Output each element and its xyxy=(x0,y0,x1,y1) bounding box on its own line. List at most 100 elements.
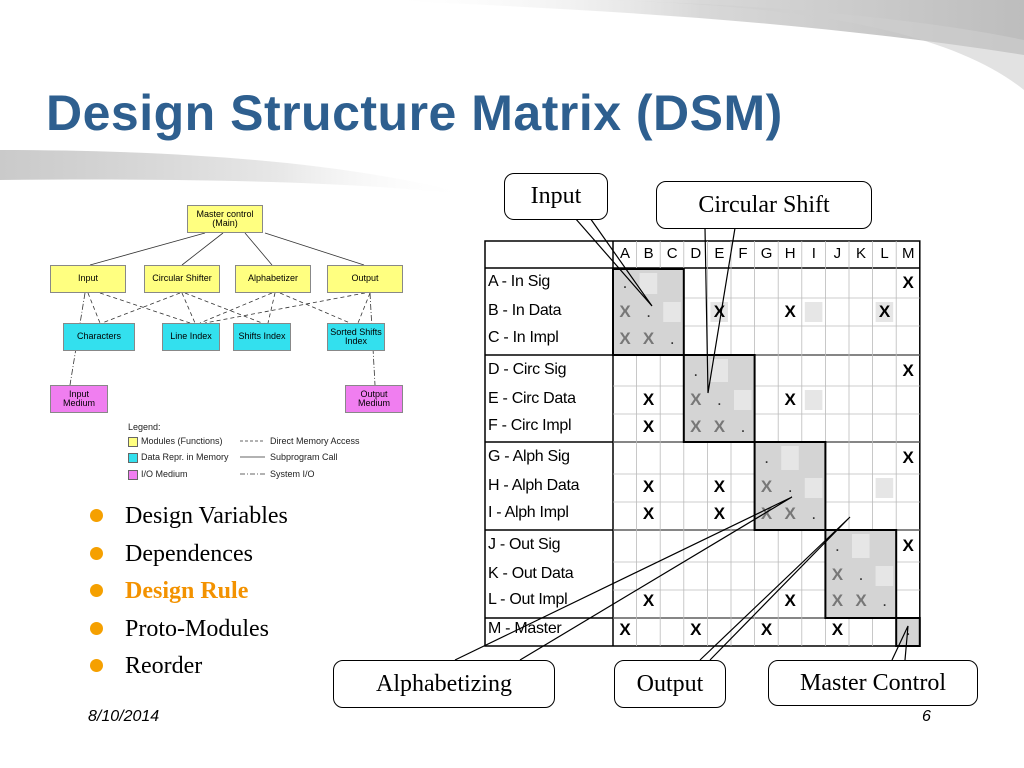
dsm-dependency-mark: X xyxy=(713,504,726,523)
dsm-diagonal-mark: . xyxy=(622,273,628,292)
master-control-label: Master control (Main) xyxy=(196,208,254,228)
legend-swatch-data xyxy=(128,453,138,463)
bullet-text: Design Rule xyxy=(125,578,249,604)
dsm-row-header: K - Out Data xyxy=(488,565,574,582)
data-shifts-index-label: Shifts Index xyxy=(238,331,286,342)
data-line-index-label: Line Index xyxy=(170,331,212,342)
bullet-dot-icon xyxy=(90,621,103,635)
dsm-dependency-mark: X xyxy=(760,504,773,523)
dsm-row-header: E - Circ Data xyxy=(488,390,576,407)
dsm-shade-cell xyxy=(734,390,752,410)
dsm-column-header: G xyxy=(760,245,773,262)
bullet-list: Design Variables Dependences Design Rule… xyxy=(90,498,288,686)
dsm-shade-cell xyxy=(875,302,894,322)
dsm-diagonal-mark: . xyxy=(717,390,722,409)
dsm-row-header: A - In Sig xyxy=(488,273,550,290)
data-sorted-shifts-index-box: Sorted Shifts Index xyxy=(327,323,385,351)
structure-chart: Master control (Main) Input Circular Shi… xyxy=(40,195,430,495)
dsm-shade-cell xyxy=(710,359,728,382)
dsm-dependency-mark: X xyxy=(619,329,631,348)
dsm-dependency-mark: X xyxy=(902,273,914,292)
dsm-diagonal-mark: . xyxy=(740,417,746,436)
dsm-dependency-mark: X xyxy=(713,417,726,436)
dsm-column-header: I xyxy=(811,245,816,262)
dsm-column-header: M xyxy=(901,245,915,262)
dsm-dependency-mark: X xyxy=(642,329,655,348)
module-alphabetizer-box: Alphabetizer xyxy=(235,265,311,293)
master-control-box: Master control (Main) xyxy=(187,205,263,233)
dsm-column-header: L xyxy=(880,245,889,262)
dsm-dependency-mark: X xyxy=(902,536,914,555)
module-output-label: Output xyxy=(351,273,379,284)
dsm-dependency-mark: X xyxy=(690,390,702,409)
bullet-item: Proto-Modules xyxy=(90,611,288,649)
callout-alphabetizing: Alphabetizing xyxy=(333,660,555,708)
dsm-column-header: C xyxy=(666,245,678,262)
legend-io: I/O Medium xyxy=(141,469,188,479)
dsm-shade-cell xyxy=(663,302,681,322)
dsm-dependency-mark: X xyxy=(642,390,655,409)
dsm-column-header: F xyxy=(738,245,748,262)
legend-swatch-io xyxy=(128,470,138,480)
dsm-diagonal-mark: . xyxy=(693,361,699,380)
dsm-dependency-mark: X xyxy=(619,302,631,321)
dsm-dependency-mark: X xyxy=(760,477,773,496)
data-line-index-box: Line Index xyxy=(162,323,220,351)
page-title: Design Structure Matrix (DSM) xyxy=(46,85,783,141)
footer-date: 8/10/2014 xyxy=(88,708,160,725)
io-input-medium-box: Input Medium xyxy=(50,385,108,413)
dsm-dependency-mark: X xyxy=(642,504,655,523)
module-alphabetizer-label: Alphabetizer xyxy=(247,273,299,284)
dsm-shade-cell xyxy=(781,446,799,470)
dsm-dependency-mark: X xyxy=(902,361,914,380)
dsm-shade-cell xyxy=(710,302,728,322)
dsm-column-header: J xyxy=(833,245,842,262)
module-circular-shifter-box: Circular Shifter xyxy=(144,265,220,293)
dsm-dependency-mark: X xyxy=(713,302,726,321)
dsm-row-header: B - In Data xyxy=(488,302,562,319)
dsm-row-header: I - Alph Impl xyxy=(488,504,569,521)
legend-swatch-modules xyxy=(128,437,138,447)
legend-title: Legend: xyxy=(128,422,161,432)
dsm-dependency-mark: X xyxy=(784,390,796,409)
dsm-column-header: H xyxy=(784,245,796,262)
dsm-dependency-mark: X xyxy=(902,448,914,467)
dsm-dependency-mark: X xyxy=(878,302,891,321)
io-output-medium-box: Output Medium xyxy=(345,385,403,413)
callout-input: Input xyxy=(504,173,608,220)
dsm-dependency-mark: X xyxy=(642,417,655,436)
bullet-item: Dependences xyxy=(90,536,288,574)
dsm-row-header: D - Circ Sig xyxy=(488,361,567,378)
dsm-column-header: D xyxy=(690,245,702,262)
dsm-column-header: E xyxy=(714,245,725,262)
bullet-dot-icon xyxy=(90,509,103,522)
dsm-dependency-mark: X xyxy=(690,620,702,639)
bullet-dot-icon xyxy=(90,546,103,560)
dsm-shade-cell xyxy=(804,478,823,498)
data-characters-box: Characters xyxy=(63,323,135,351)
module-input-label: Input xyxy=(77,273,99,284)
callout-master-control: Master Control xyxy=(768,660,978,706)
dsm-diagonal-mark: . xyxy=(811,504,817,523)
dsm-shade-cell xyxy=(875,478,894,498)
data-characters-label: Characters xyxy=(76,331,121,342)
data-shifts-index-box: Shifts Index xyxy=(233,323,291,351)
dsm-shade-cell xyxy=(639,273,658,294)
dsm-diagonal-mark: . xyxy=(669,329,675,348)
callout-circular-shift: Circular Shift xyxy=(656,181,872,229)
dsm-row-header: H - Alph Data xyxy=(488,477,580,494)
bullet-text: Design Variables xyxy=(125,503,288,529)
dsm-diagonal-mark: . xyxy=(646,302,651,321)
callout-output: Output xyxy=(614,660,726,708)
dsm-row-header: G - Alph Sig xyxy=(488,448,570,465)
dsm-diagonal-mark: . xyxy=(882,591,887,610)
dsm-row-header: C - In Impl xyxy=(488,329,559,346)
bullet-item: Design Rule xyxy=(90,573,288,611)
bullet-text: Dependences xyxy=(125,540,253,567)
data-sorted-shifts-index-label: Sorted Shifts Index xyxy=(330,326,382,346)
legend-direct-memory-access: Direct Memory Access xyxy=(270,436,360,446)
dsm-dependency-mark: X xyxy=(642,591,655,610)
dsm-shade-cell xyxy=(804,302,823,322)
dsm-dependency-mark: X xyxy=(690,417,702,436)
